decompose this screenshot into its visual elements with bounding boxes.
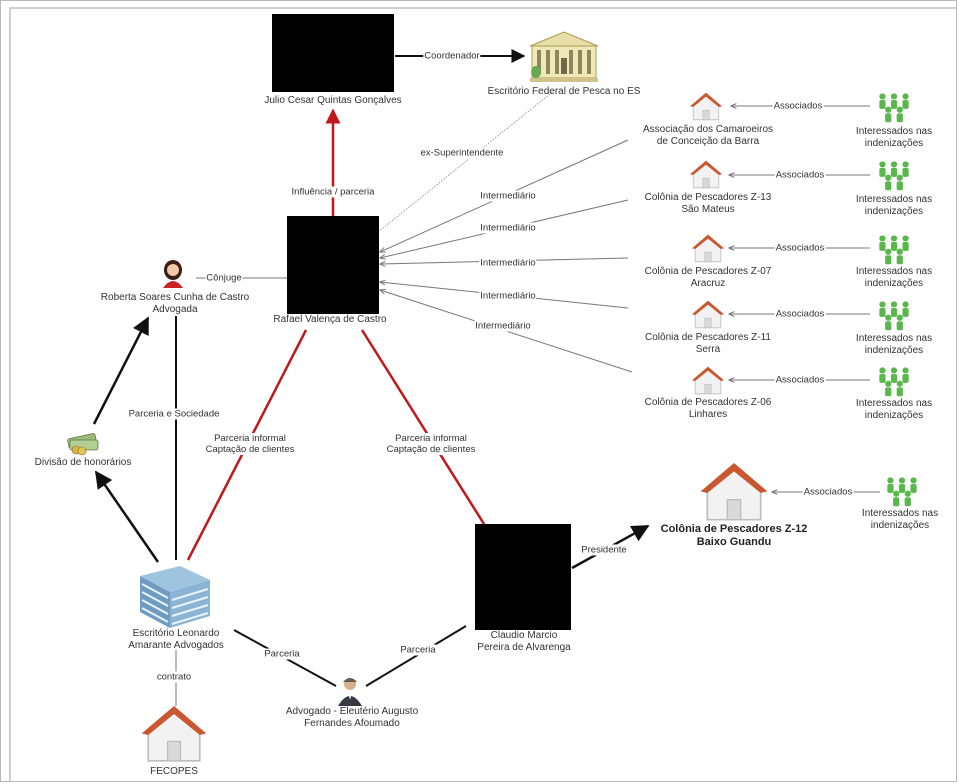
woman-avatar-icon [163, 260, 183, 288]
house-icon [140, 706, 208, 762]
node-julio-label: Julio Cesar Quintas Gonçalves [264, 95, 402, 106]
edge-label-intermediario-2: Intermediário [479, 222, 537, 234]
edge-label-parceria-sociedade: Parceria e Sociedade [127, 408, 221, 420]
edge-label-conjuge: Cônjuge [205, 272, 243, 284]
edge-label-intermediario-1: Intermediário [479, 190, 537, 202]
government-building-icon [529, 31, 599, 82]
edge-label-parceria-left: Parceria [263, 648, 301, 660]
redacted-photo-rafael [287, 216, 379, 314]
edge-label-intermediario-4: Intermediário [479, 290, 537, 302]
people-group-icon [879, 235, 909, 265]
redacted-photo-claudio [475, 524, 571, 630]
edge-label-associados-6: Associados [802, 486, 854, 498]
edge-label-intermediario-3: Intermediário [479, 257, 537, 269]
people-group-icon [879, 161, 909, 191]
edge-label-presidente: Presidente [580, 544, 628, 556]
edge-label-ex-superintendente: ex-Superintendente [419, 147, 505, 159]
house-icon [692, 300, 724, 329]
edge-label-parceria-right: Parceria [399, 644, 437, 656]
edge-parceria-right [365, 625, 467, 687]
edge-label-associados-3: Associados [774, 242, 826, 254]
node-escritorio-federal-label: Escritório Federal de Pesca no ES [487, 86, 641, 97]
edge-label-associados-1: Associados [772, 100, 824, 112]
people-group-icon [887, 477, 917, 507]
people-group-icon [879, 93, 909, 123]
man-avatar-icon [338, 678, 362, 706]
node-rafael-label: Rafael Valença de Castro [273, 314, 387, 325]
edge-ex-superintendente [377, 89, 556, 233]
money-icon [67, 433, 99, 456]
edge-label-contrato: contrato [155, 671, 193, 683]
node-divisao-label: Divisão de honorários [34, 457, 132, 468]
edge-label-coordenador: Coordenador [423, 50, 481, 62]
edge-label-associados-5: Associados [774, 374, 826, 386]
edge-label-intermediario-5: Intermediário [474, 320, 532, 332]
edge-parceria-informal-right [360, 329, 486, 525]
house-icon [692, 366, 724, 395]
edge-divisao-roberta [92, 316, 150, 425]
node-fecopes-label: FECOPES [150, 766, 198, 777]
edge-label-associados-2: Associados [774, 169, 826, 181]
people-group-icon [879, 301, 909, 331]
edge-label-influencia: Influência / parceria [290, 186, 376, 198]
edge-leonardo-divisao [94, 470, 160, 563]
redacted-photo-julio [272, 14, 394, 92]
edge-label-associados-4: Associados [774, 308, 826, 320]
house-icon [699, 463, 769, 521]
frame-edge [9, 7, 956, 781]
office-building-icon [140, 566, 210, 628]
house-icon [692, 234, 724, 263]
icons-layer [67, 31, 917, 762]
people-group-icon [879, 367, 909, 397]
house-icon [690, 160, 722, 189]
house-icon [690, 92, 722, 121]
